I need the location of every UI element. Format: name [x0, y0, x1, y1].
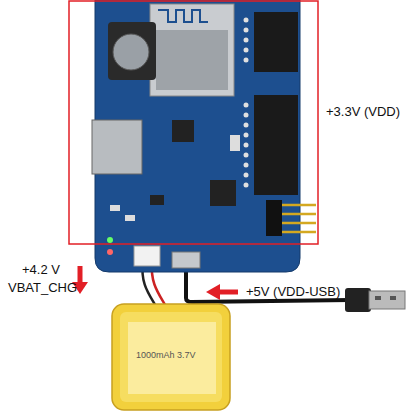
- voltage-label: +3.3V (VDD): [326, 104, 400, 120]
- voltage-label: VBAT_CHG: [8, 280, 77, 296]
- voltage-label: +4.2 V: [22, 262, 60, 278]
- battery-print: 1000mAh 3.7V: [136, 350, 196, 361]
- voltage-label: +5V (VDD-USB): [246, 284, 340, 300]
